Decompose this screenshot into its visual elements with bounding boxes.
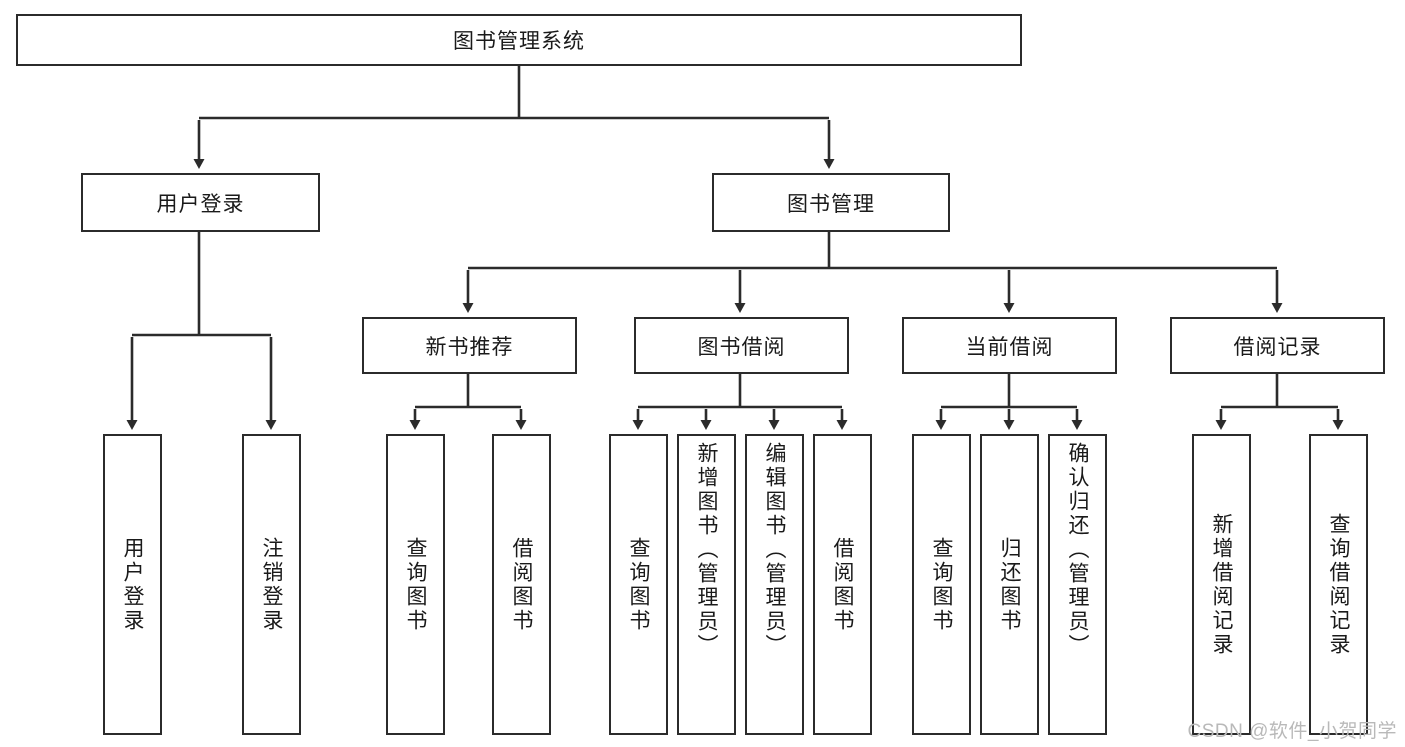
node-borrow-record-label: 借阅记录 <box>1233 335 1322 359</box>
node-leaf-borrow-book-2-label: 借阅图书 <box>831 536 854 633</box>
node-leaf-edit-book-label: 编辑图书（管理员） <box>763 442 786 658</box>
node-book-management-label: 图书管理 <box>787 192 875 216</box>
node-leaf-add-record[interactable]: 新增借阅记录 <box>1192 434 1251 735</box>
node-leaf-user-login[interactable]: 用户登录 <box>103 434 162 735</box>
node-leaf-query-book-2[interactable]: 查询图书 <box>609 434 668 735</box>
node-borrow-record[interactable]: 借阅记录 <box>1170 317 1385 374</box>
node-leaf-confirm-return-label: 确认归还（管理员） <box>1066 442 1089 658</box>
node-leaf-query-book-1-label: 查询图书 <box>404 536 427 633</box>
node-book-management[interactable]: 图书管理 <box>712 173 950 232</box>
node-root-label: 图书管理系统 <box>453 30 585 53</box>
node-leaf-query-book-2-label: 查询图书 <box>627 536 650 633</box>
node-leaf-add-book[interactable]: 新增图书（管理员） <box>677 434 736 735</box>
node-user-login-label: 用户登录 <box>156 192 245 216</box>
node-user-login[interactable]: 用户登录 <box>81 173 320 232</box>
node-leaf-return-book-label: 归还图书 <box>998 536 1021 633</box>
node-new-book-recommendation[interactable]: 新书推荐 <box>362 317 577 374</box>
node-leaf-borrow-book-2[interactable]: 借阅图书 <box>813 434 872 735</box>
node-leaf-confirm-return[interactable]: 确认归还（管理员） <box>1048 434 1107 735</box>
watermark-text: CSDN @软件_小贺同学 <box>1187 721 1397 742</box>
node-leaf-query-record-label: 查询借阅记录 <box>1327 512 1350 657</box>
node-leaf-query-book-1[interactable]: 查询图书 <box>386 434 445 735</box>
node-current-borrow-label: 当前借阅 <box>965 335 1054 359</box>
node-book-borrow[interactable]: 图书借阅 <box>634 317 849 374</box>
node-leaf-borrow-book-1[interactable]: 借阅图书 <box>492 434 551 735</box>
node-leaf-query-record[interactable]: 查询借阅记录 <box>1309 434 1368 735</box>
node-leaf-logout[interactable]: 注销登录 <box>242 434 301 735</box>
node-leaf-add-record-label: 新增借阅记录 <box>1210 512 1233 657</box>
node-leaf-logout-label: 注销登录 <box>260 536 283 633</box>
node-root[interactable]: 图书管理系统 <box>16 14 1022 66</box>
node-leaf-return-book[interactable]: 归还图书 <box>980 434 1039 735</box>
node-current-borrow[interactable]: 当前借阅 <box>902 317 1117 374</box>
node-new-book-recommendation-label: 新书推荐 <box>425 335 514 359</box>
node-leaf-borrow-book-1-label: 借阅图书 <box>510 536 533 633</box>
node-book-borrow-label: 图书借阅 <box>697 335 786 359</box>
node-leaf-user-login-label: 用户登录 <box>121 536 144 633</box>
node-leaf-edit-book[interactable]: 编辑图书（管理员） <box>745 434 804 735</box>
node-leaf-query-book-3[interactable]: 查询图书 <box>912 434 971 735</box>
node-leaf-add-book-label: 新增图书（管理员） <box>695 442 718 658</box>
node-leaf-query-book-3-label: 查询图书 <box>930 536 953 633</box>
